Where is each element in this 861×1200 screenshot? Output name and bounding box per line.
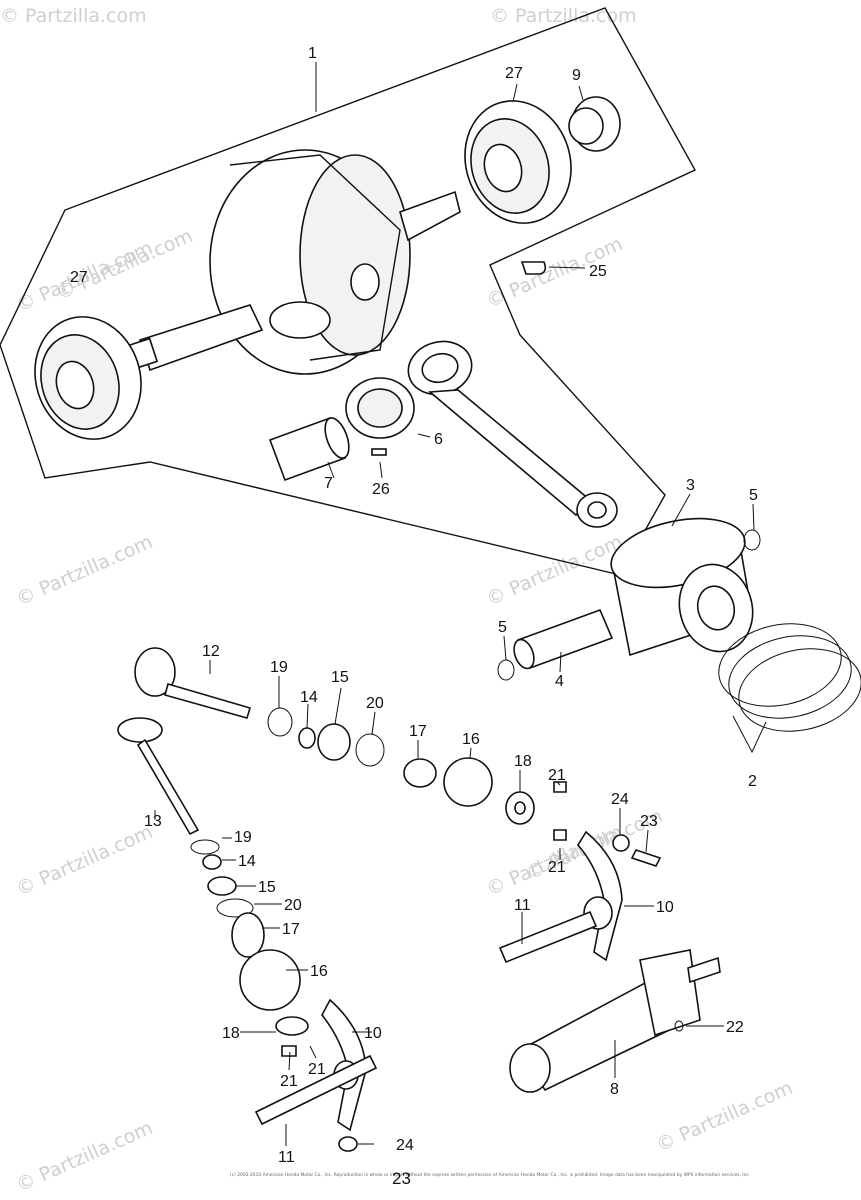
rocker-arm-upper bbox=[577, 830, 623, 962]
valve-exhaust bbox=[134, 647, 251, 719]
callout-label: 26 bbox=[372, 481, 390, 498]
bearing-left bbox=[34, 316, 142, 440]
callout-label: 7 bbox=[324, 475, 333, 492]
callout-label: 1 bbox=[308, 45, 317, 62]
watermark: © Partzilla.com bbox=[13, 531, 156, 611]
crankshaft bbox=[123, 149, 461, 375]
callout-label: 27 bbox=[505, 65, 523, 82]
callout-label: 5 bbox=[749, 487, 758, 504]
callout-label: 6 bbox=[434, 431, 443, 448]
callout-label: 15 bbox=[258, 879, 276, 896]
callout-label: 27 bbox=[70, 269, 88, 286]
crank-pin bbox=[268, 416, 350, 482]
callout-label: 16 bbox=[310, 963, 328, 980]
adjuster-nut bbox=[338, 1136, 358, 1152]
callout-label: 19 bbox=[234, 829, 252, 846]
piston bbox=[610, 517, 754, 657]
circlip bbox=[497, 659, 515, 681]
callout-label: 21 bbox=[280, 1073, 298, 1090]
callout-label: 15 bbox=[331, 669, 349, 686]
leader-lines bbox=[154, 62, 767, 1146]
rocker-shaft-upper bbox=[498, 910, 598, 964]
callout-label: 18 bbox=[222, 1025, 240, 1042]
callout-label: 10 bbox=[656, 899, 674, 916]
valve-intake bbox=[117, 717, 200, 836]
bearing-right bbox=[464, 100, 572, 224]
camshaft bbox=[509, 949, 721, 1093]
valve-components-upper bbox=[267, 707, 662, 867]
callout-label: 19 bbox=[270, 659, 288, 676]
callout-label: 3 bbox=[686, 477, 695, 494]
small-pin bbox=[371, 448, 387, 456]
o-ring bbox=[674, 1020, 684, 1032]
page-number: 23 bbox=[392, 1169, 411, 1188]
callout-label: 17 bbox=[409, 723, 427, 740]
callout-label: 21 bbox=[308, 1061, 326, 1078]
callout-label: 8 bbox=[610, 1081, 619, 1098]
watermark: © Partzilla.com bbox=[653, 1077, 796, 1157]
callout-label: 16 bbox=[462, 731, 480, 748]
callout-label: 25 bbox=[589, 263, 607, 280]
callout-label: 11 bbox=[278, 1149, 295, 1166]
circlip bbox=[743, 529, 761, 551]
callout-label: 20 bbox=[366, 695, 384, 712]
callout-label: 21 bbox=[548, 859, 566, 876]
connecting-rod bbox=[407, 340, 618, 528]
callout-label: 20 bbox=[284, 897, 302, 914]
piston-rings bbox=[718, 623, 861, 732]
callout-label: 5 bbox=[498, 619, 507, 636]
callout-label: 9 bbox=[572, 67, 581, 84]
callout-label: 13 bbox=[144, 813, 162, 830]
callout-label: 4 bbox=[555, 673, 564, 690]
callout-label: 10 bbox=[364, 1025, 382, 1042]
callout-label: 12 bbox=[202, 643, 220, 660]
callout-label: 17 bbox=[282, 921, 300, 938]
callout-label: 14 bbox=[300, 689, 318, 706]
sprocket-gear bbox=[568, 96, 621, 152]
callout-label: 14 bbox=[238, 853, 256, 870]
callout-label: 24 bbox=[396, 1137, 414, 1154]
callout-labels: 1 27 9 27 25 6 7 26 3 5 5 4 2 12 19 14 1… bbox=[70, 45, 758, 1166]
valve-components-lower bbox=[190, 839, 309, 1057]
callout-label: 18 bbox=[514, 753, 532, 770]
callout-label: 23 bbox=[640, 813, 658, 830]
callout-label: 22 bbox=[726, 1019, 744, 1036]
watermark: © Partzilla.com bbox=[13, 1117, 156, 1197]
needle-bearing bbox=[345, 377, 415, 439]
watermark: © Partzilla.com bbox=[0, 5, 147, 27]
callout-label: 21 bbox=[548, 767, 566, 784]
watermark: © Partzilla.com bbox=[53, 225, 196, 305]
watermark: © Partzilla.com bbox=[13, 821, 156, 901]
piston-pin bbox=[513, 608, 614, 670]
copyright-notice: (c) 2002-2010 American Honda Motor Co., … bbox=[230, 1172, 750, 1178]
rocker-shaft-lower bbox=[254, 1054, 378, 1126]
woodruff-key bbox=[520, 261, 547, 275]
callout-label: 2 bbox=[748, 773, 757, 790]
callout-label: 11 bbox=[514, 897, 531, 914]
callout-label: 24 bbox=[611, 791, 629, 808]
